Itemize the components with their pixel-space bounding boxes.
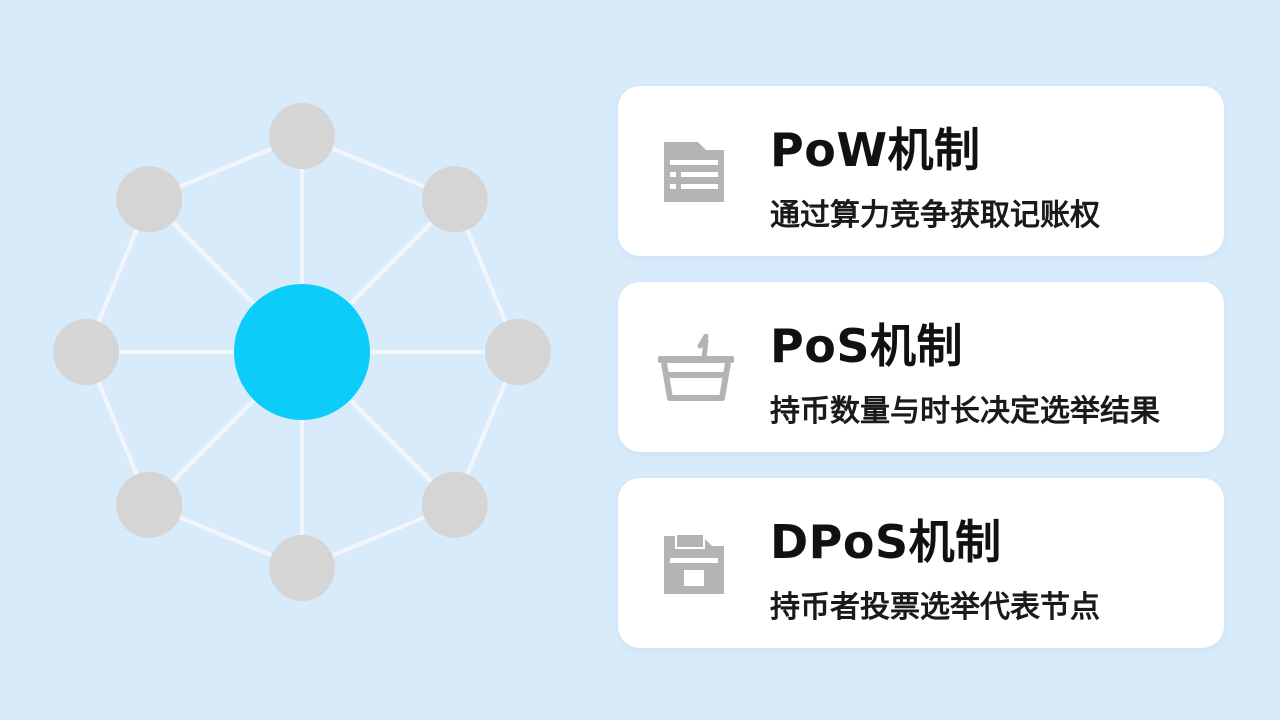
network-diagram [53, 103, 551, 601]
ballot-folder-icon [664, 533, 724, 594]
hub-node [234, 284, 370, 420]
peer-node [421, 166, 488, 233]
peer-node [421, 471, 488, 538]
consensus-card-list: PoW机制 通过算力竞争获取记账权 PoS机制 持币数量与时长决定选举结果 DP… [618, 86, 1224, 674]
peer-node [269, 103, 335, 169]
card-title: PoS机制 [770, 319, 963, 373]
peer-node [116, 471, 183, 538]
card-title: PoW机制 [770, 123, 981, 177]
card-description: 通过算力竞争获取记账权 [770, 198, 1100, 233]
network-nodes [53, 103, 551, 601]
card-title: DPoS机制 [770, 515, 1002, 569]
peer-node [269, 535, 335, 601]
document-icon [664, 142, 724, 202]
dpos-card: DPoS机制 持币者投票选举代表节点 [618, 478, 1224, 648]
card-description: 持币数量与时长决定选举结果 [770, 394, 1160, 429]
basket-icon [658, 334, 734, 401]
peer-node [116, 166, 183, 233]
peer-node [53, 319, 119, 385]
card-description: 持币者投票选举代表节点 [770, 590, 1100, 625]
pos-card: PoS机制 持币数量与时长决定选举结果 [618, 282, 1224, 452]
peer-node [485, 319, 551, 385]
pow-card: PoW机制 通过算力竞争获取记账权 [618, 86, 1224, 256]
